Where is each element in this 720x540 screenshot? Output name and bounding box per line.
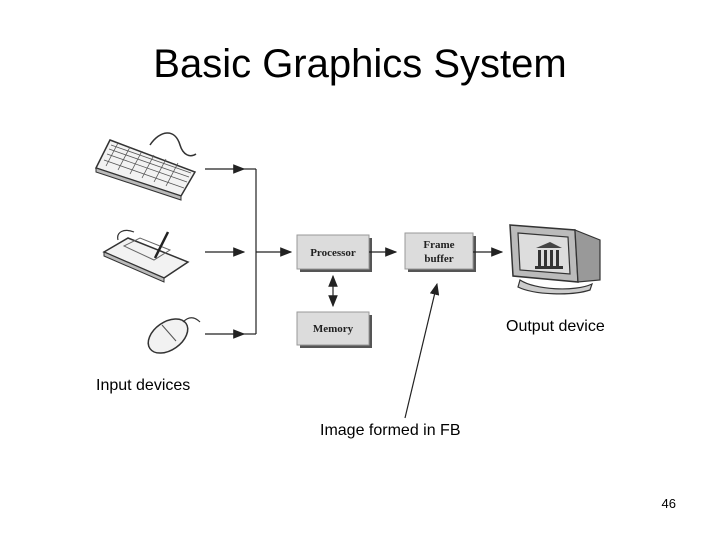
processor-box: Processor <box>296 234 372 272</box>
input-devices-label: Input devices <box>96 377 191 394</box>
frame-buffer-label-line1: Frame <box>423 239 454 251</box>
frame-buffer-box: Frame buffer <box>404 232 476 272</box>
memory-box: Memory <box>296 311 372 348</box>
mouse-icon <box>147 317 201 354</box>
memory-label: Memory <box>313 323 354 335</box>
frame-buffer-label-line2: buffer <box>424 253 453 265</box>
page-number: 46 <box>661 496 676 511</box>
keyboard-icon <box>94 132 197 201</box>
crt-monitor-icon <box>509 224 601 295</box>
image-formed-label: Image formed in FB <box>320 422 461 439</box>
processor-label: Processor <box>310 247 356 259</box>
tablet-icon <box>102 229 190 283</box>
slide-title: Basic Graphics System <box>153 42 567 86</box>
output-device-label: Output device <box>506 318 605 335</box>
